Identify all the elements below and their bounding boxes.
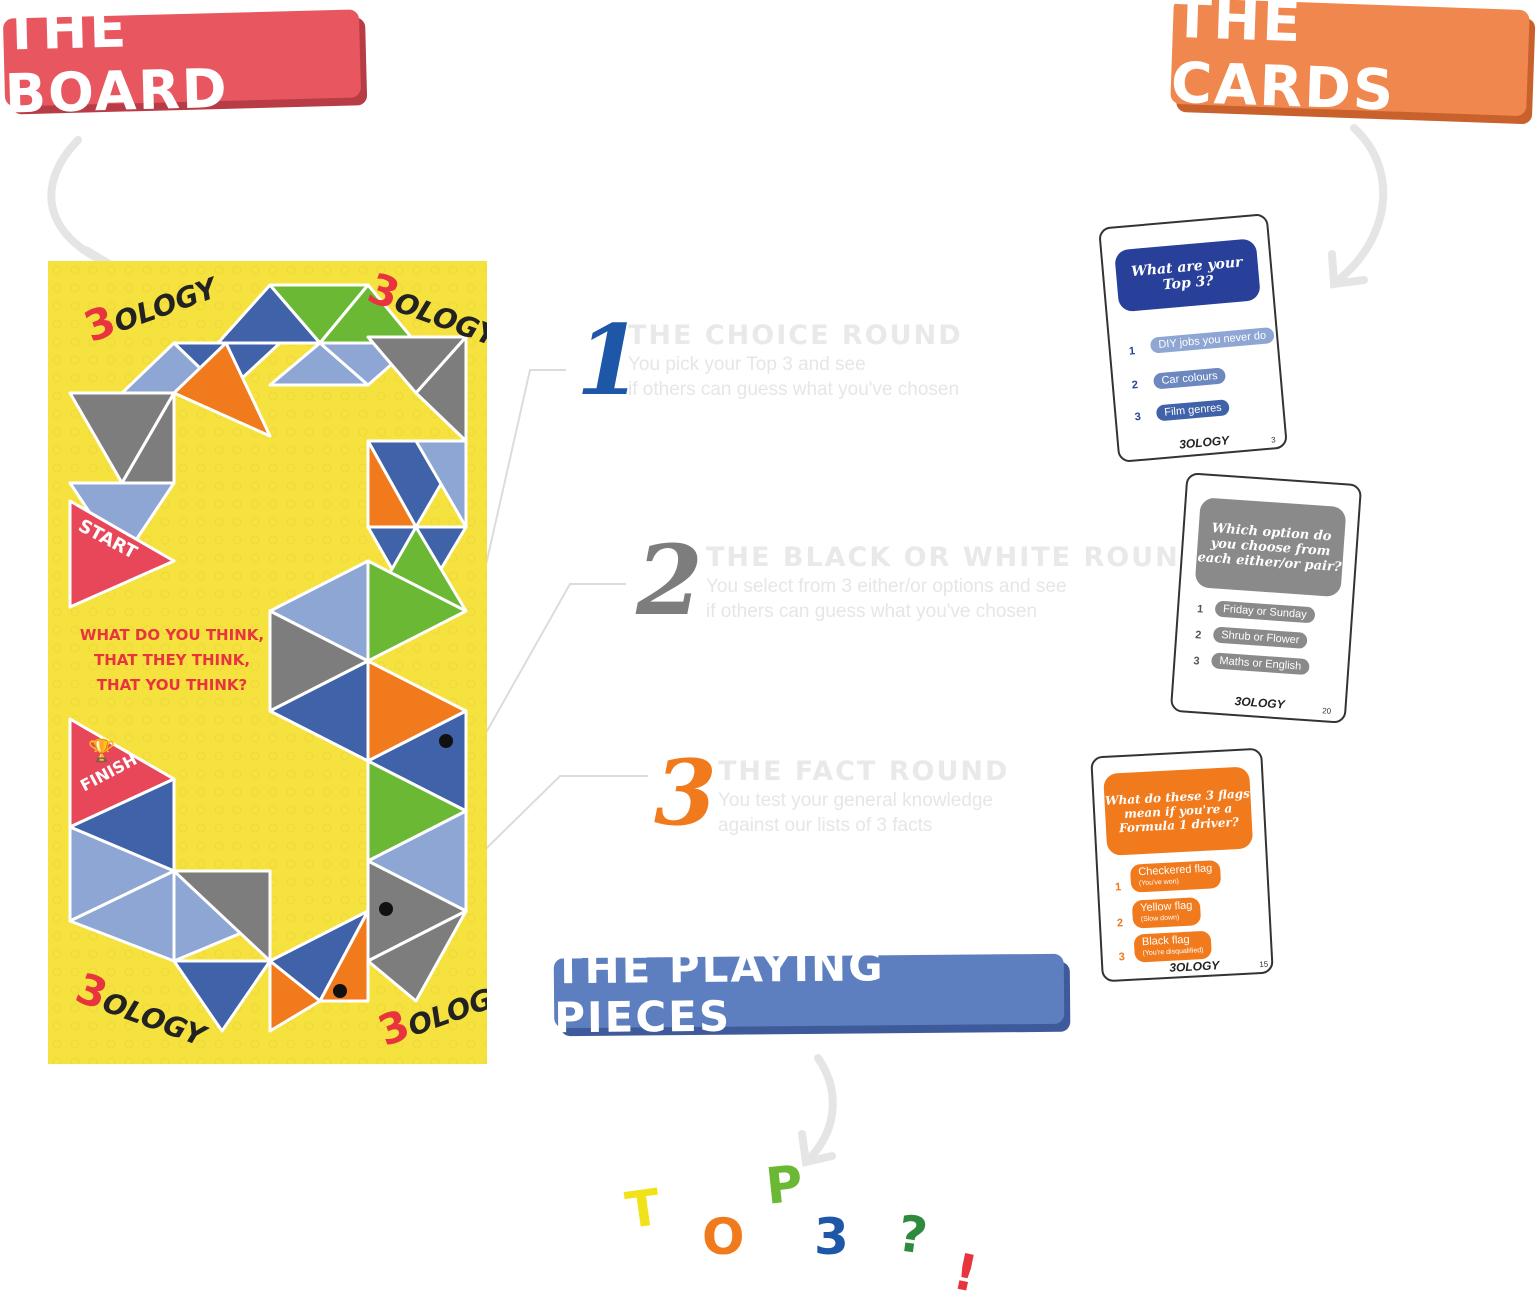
card-1-option-1: DIY jobs you never do bbox=[1149, 326, 1275, 354]
card-2-question: Which option do you choose from each eit… bbox=[1194, 497, 1347, 598]
round-2-number: 2 bbox=[636, 524, 703, 637]
card-1-option-2: Car colours bbox=[1152, 367, 1227, 390]
round-3-number: 3 bbox=[654, 740, 717, 846]
card-fact-round: What do these 3 flags mean if you're a F… bbox=[1090, 747, 1274, 983]
game-board: 3OLOGY 3OLOGY 3OLOGY 3OLOGY WHAT DO YOU … bbox=[48, 261, 487, 1064]
card-3-option-2: Yellow flag(Slow down) bbox=[1131, 897, 1202, 929]
board-tagline: WHAT DO YOU THINK, THAT THEY THINK, THAT… bbox=[79, 626, 265, 694]
pieces-arrowhead-icon bbox=[798, 1130, 836, 1167]
card-2-option-1: Friday or Sunday bbox=[1214, 600, 1316, 624]
card-1-logo: 3OLOGY bbox=[1178, 433, 1230, 452]
card-3-option-1: Checkered flag(You've won) bbox=[1129, 860, 1222, 893]
card-2-page: 20 bbox=[1321, 706, 1332, 716]
piece-dot-2 bbox=[379, 902, 393, 916]
card-1-page: 3 bbox=[1270, 435, 1277, 445]
card-3-option-3: Black flag(You're disqualified) bbox=[1133, 930, 1212, 963]
round-2-desc: You select from 3 either/or options and … bbox=[706, 576, 1067, 622]
card-3-page: 15 bbox=[1259, 959, 1269, 970]
card-2-option-3: Maths or English bbox=[1210, 652, 1310, 676]
card-1-question: What are your Top 3? bbox=[1114, 238, 1261, 313]
board-track bbox=[48, 261, 487, 1064]
round-3-title: THE FACT ROUND bbox=[718, 756, 1010, 787]
cards-arrowhead-icon bbox=[1328, 250, 1368, 289]
card-3-question: What do these 3 flags mean if you're a F… bbox=[1103, 766, 1254, 856]
piece-letter-o: O bbox=[702, 1208, 745, 1266]
card-2-option-2: Shrub or Flower bbox=[1212, 626, 1308, 649]
card-3-logo: 3OLOGY bbox=[1168, 958, 1220, 975]
pieces-arrow-icon bbox=[804, 1054, 837, 1164]
card-2-logo: 3OLOGY bbox=[1234, 694, 1286, 712]
board-arrow-icon bbox=[47, 136, 116, 269]
card-black-or-white-round: Which option do you choose from each eit… bbox=[1169, 472, 1363, 724]
card-choice-round: What are your Top 3? 1 DIY jobs you neve… bbox=[1098, 213, 1288, 463]
trophy-icon: 🏆 bbox=[88, 739, 116, 764]
round-1-number: 1 bbox=[576, 304, 643, 417]
piece-dot-1 bbox=[439, 734, 453, 748]
card-1-option-3: Film genres bbox=[1155, 399, 1231, 422]
cards-arrow-icon bbox=[1332, 124, 1388, 286]
piece-letter-p: P bbox=[763, 1154, 806, 1216]
piece-number-3: 3 bbox=[814, 1208, 849, 1266]
round-2-title: THE BLACK OR WHITE ROUND bbox=[706, 542, 1205, 573]
round-1-title: THE CHOICE ROUND bbox=[628, 320, 963, 351]
piece-dot-3 bbox=[333, 984, 347, 998]
